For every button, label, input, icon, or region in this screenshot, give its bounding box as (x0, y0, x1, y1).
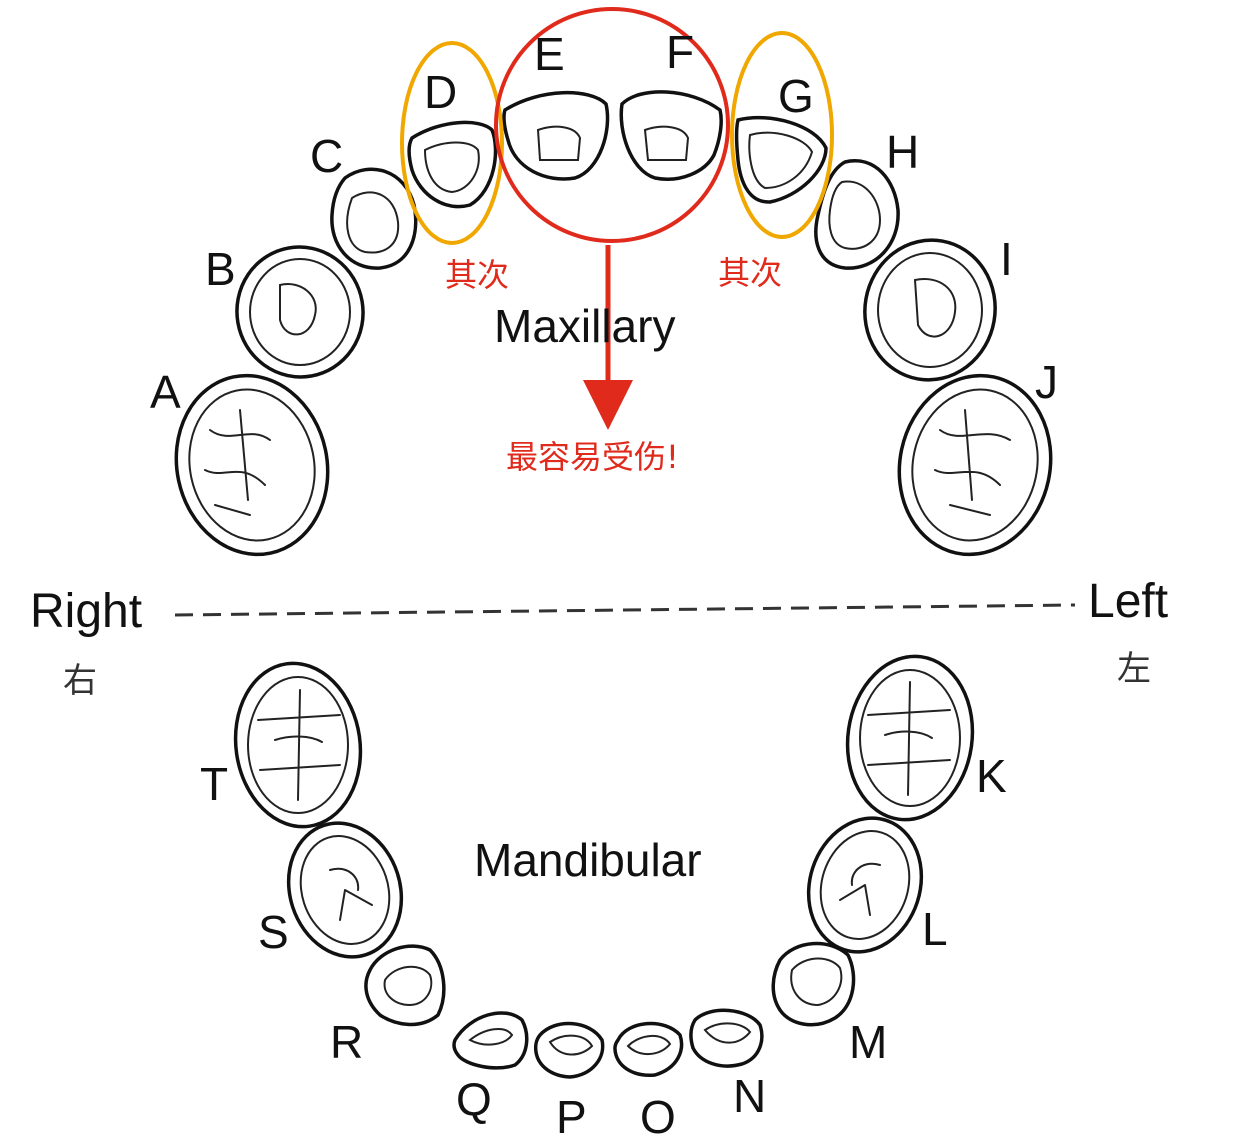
label-tooth-T: T (200, 758, 228, 810)
side-right-cn-label: 右 (63, 661, 97, 701)
highlight-tooth-D (400, 41, 504, 245)
tooth-A (174, 373, 330, 557)
tooth-J (897, 373, 1053, 557)
side-left-cn-label: 左 (1117, 649, 1151, 689)
highlight-central-incisors (494, 7, 730, 243)
midline-divider (174, 603, 1076, 617)
label-tooth-N: N (733, 1070, 766, 1122)
tooth-B (235, 245, 365, 379)
tooth-L (806, 816, 924, 954)
tooth-T (233, 661, 363, 829)
side-right-label: Right (30, 585, 142, 638)
label-tooth-C: C (310, 130, 343, 182)
label-tooth-H: H (886, 126, 919, 178)
label-tooth-S: S (258, 906, 289, 958)
mandibular-arch (233, 654, 975, 1079)
label-tooth-K: K (976, 750, 1007, 802)
note-most-vulnerable: 最容易受伤! (506, 438, 679, 476)
maxillary-label: Maxillary (494, 300, 675, 352)
label-tooth-O: O (640, 1091, 676, 1143)
tooth-P (533, 1021, 605, 1079)
note-secondary-right: 其次 (718, 254, 782, 292)
label-tooth-P: P (556, 1091, 587, 1143)
label-tooth-A: A (150, 366, 181, 418)
label-tooth-Q: Q (456, 1073, 492, 1125)
tooth-K (845, 654, 975, 822)
tooth-Q (452, 1011, 529, 1070)
tooth-G (734, 115, 828, 204)
label-tooth-G: G (778, 70, 814, 122)
label-tooth-J: J (1035, 356, 1058, 408)
tooth-E (502, 90, 610, 181)
side-left-label: Left (1088, 575, 1168, 628)
tooth-I (863, 238, 997, 382)
label-tooth-M: M (849, 1016, 887, 1068)
maxillary-arch (174, 90, 1053, 557)
note-secondary-left: 其次 (445, 256, 509, 294)
label-tooth-R: R (330, 1016, 363, 1068)
tooth-M (771, 941, 856, 1027)
label-tooth-I: I (1000, 233, 1013, 285)
tooth-R (364, 944, 446, 1027)
label-tooth-L: L (922, 903, 948, 955)
tooth-O (613, 1021, 684, 1077)
label-tooth-F: F (666, 26, 694, 78)
highlight-tooth-G (730, 31, 834, 239)
mandibular-label: Mandibular (474, 834, 702, 886)
tooth-D (407, 120, 498, 209)
label-tooth-D: D (424, 66, 457, 118)
label-tooth-B: B (205, 243, 236, 295)
tooth-F (619, 90, 723, 181)
tooth-S (286, 821, 404, 959)
label-tooth-E: E (534, 28, 565, 80)
tooth-N (689, 1008, 764, 1068)
